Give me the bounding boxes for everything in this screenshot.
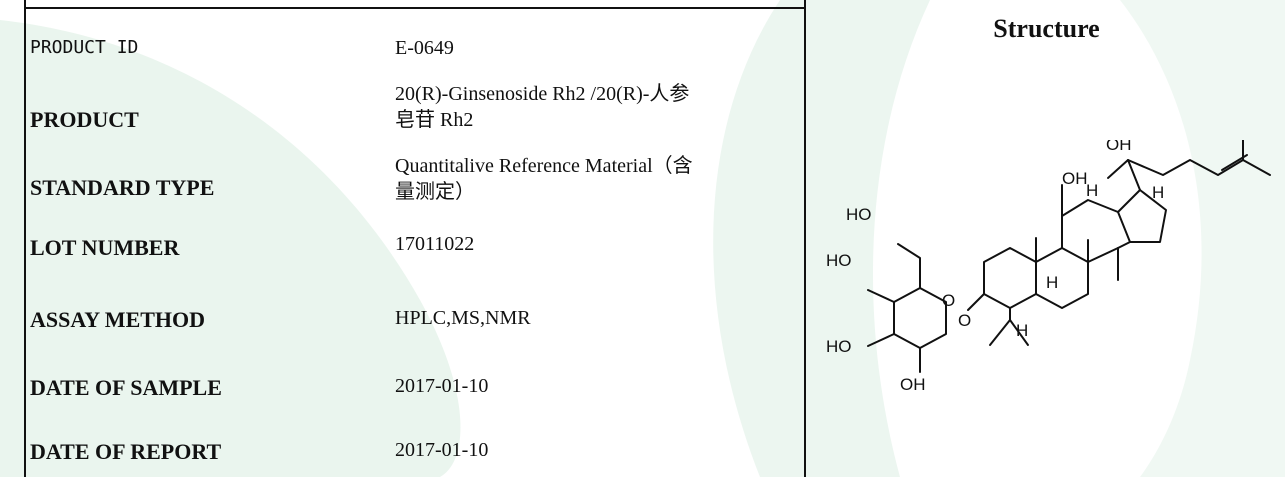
label-standard-type: STANDARD TYPE [30,175,215,200]
atom-label-ho-sugar: HO [846,205,872,224]
atom-label-oh-mid: OH [1062,169,1088,188]
label-date-of-sample: DATE OF SAMPLE [30,375,222,400]
label-date-of-report: DATE OF REPORT [30,439,222,464]
label-lot-number: LOT NUMBER [30,235,180,260]
leaf-shape-left [0,20,461,477]
leaf-shape-center [713,0,930,477]
label-assay-method: ASSAY METHOD [30,307,206,332]
value-assay-method: HPLC,MS,NMR [395,307,531,329]
value-product: 20(R)-Ginsenoside Rh2 /20(R)-人参 皂苷 Rh2 [395,83,690,131]
atom-label-o-ring: O [942,291,955,310]
structure-title: Structure [993,14,1100,43]
atom-label-h4: H [1016,321,1028,340]
value-date-of-report: 2017-01-10 [395,439,489,461]
atom-label-o-link: O [958,311,971,330]
chemical-structure: OH OH H H HO HO O HO O OH H H [826,140,1271,394]
atom-label-oh-top: OH [1106,140,1132,154]
atom-label-oh-bottom: OH [900,375,926,394]
value-product-id: E-0649 [395,37,454,59]
value-date-of-sample: 2017-01-10 [395,375,489,397]
value-standard-type: Quantitalive Reference Material（含 量测定） [395,155,693,203]
atom-label-h2: H [1152,183,1164,202]
table-divider [804,0,806,477]
table-left-border [24,0,26,477]
table-top-border [24,7,805,9]
atom-label-ho-bottom: HO [826,337,852,356]
atom-label-h1: H [1086,181,1098,200]
atom-label-ho-left: HO [826,251,852,270]
label-product: PRODUCT [30,107,139,132]
value-lot-number: 17011022 [395,233,475,255]
label-product-id: PRODUCT ID [30,37,139,58]
leaf-shape-right [1120,0,1285,477]
atom-label-h3: H [1046,273,1058,292]
